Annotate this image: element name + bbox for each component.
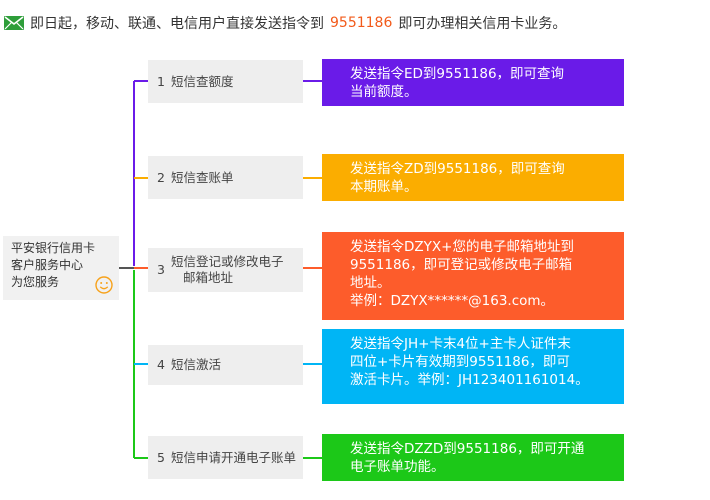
- info-line: 发送指令DZZD到9551186，即可开通: [350, 441, 585, 457]
- root-line-3: 为您服务: [11, 275, 60, 289]
- info-line: 举例：DZYX******@163.com。: [350, 293, 555, 309]
- root-line-1: 平安银行信用卡: [11, 241, 96, 255]
- info-box-statement-inquiry: 发送指令ZD到9551186，即可查询 本期账单。: [322, 154, 624, 201]
- info-box-card-activation: 发送指令JH+卡末4位+主卡人证件末 四位+卡片有效期到9551186，即可 激…: [322, 329, 624, 404]
- item-label: 短信查账单: [170, 169, 234, 185]
- info-line: 当前额度。: [350, 84, 418, 100]
- item-label-line-1: 短信登记或修改电子: [170, 254, 284, 269]
- info-box-e-statement: 发送指令DZZD到9551186，即可开通 电子账单功能。: [322, 434, 624, 481]
- header-prefix: 即日起，移动、联通、电信用户直接发送指令到: [30, 16, 324, 32]
- item-index: 1: [157, 73, 165, 89]
- info-line: 9551186，即可登记或修改电子邮箱: [350, 257, 573, 273]
- branch-item-statement-inquiry: 2 短信查账单: [148, 156, 303, 199]
- item-label: 短信申请开通电子账单: [170, 449, 296, 465]
- smiley-icon: [95, 276, 113, 294]
- root-line-2: 客户服务中心: [11, 258, 84, 272]
- info-box-email-registration: 发送指令DZYX+您的电子邮箱地址到 9551186，即可登记或修改电子邮箱 地…: [322, 232, 624, 320]
- info-line: 发送指令ED到9551186，即可查询: [350, 66, 565, 82]
- item-label-line-2: 邮箱地址: [182, 270, 233, 285]
- item-index: 4: [157, 357, 165, 372]
- info-line: 电子账单功能。: [350, 459, 445, 475]
- info-line: 激活卡片。举例：JH123401161014。: [350, 372, 589, 388]
- info-line: 四位+卡片有效期到9551186，即可: [350, 354, 570, 370]
- root-node: 平安银行信用卡 客户服务中心 为您服务: [3, 236, 119, 300]
- info-line: 发送指令JH+卡末4位+主卡人证件末: [350, 336, 571, 352]
- info-line: 发送指令DZYX+您的电子邮箱地址到: [350, 239, 574, 255]
- item-label: 短信查额度: [170, 73, 234, 89]
- item-index: 2: [157, 169, 165, 185]
- envelope-icon: [4, 16, 24, 30]
- header-number: 9551186: [330, 15, 393, 31]
- info-line: 本期账单。: [350, 179, 418, 195]
- branch-item-balance-inquiry: 1 短信查额度: [148, 60, 303, 103]
- item-index: 3: [157, 262, 165, 277]
- info-line: 发送指令ZD到9551186，即可查询: [350, 161, 565, 177]
- item-label: 短信激活: [170, 357, 221, 372]
- info-box-balance-inquiry: 发送指令ED到9551186，即可查询 当前额度。: [322, 59, 624, 106]
- branch-item-card-activation: 4 短信激活: [148, 345, 303, 385]
- info-line: 地址。: [350, 275, 391, 291]
- branch-item-email-registration: 3 短信登记或修改电子 邮箱地址: [148, 248, 303, 292]
- header-suffix: 即可办理相关信用卡业务。: [398, 16, 567, 32]
- item-index: 5: [157, 449, 165, 465]
- branch-item-e-statement: 5 短信申请开通电子账单: [148, 436, 303, 479]
- header-notice: 即日起，移动、联通、电信用户直接发送指令到 9551186 即可办理相关信用卡业…: [4, 13, 704, 33]
